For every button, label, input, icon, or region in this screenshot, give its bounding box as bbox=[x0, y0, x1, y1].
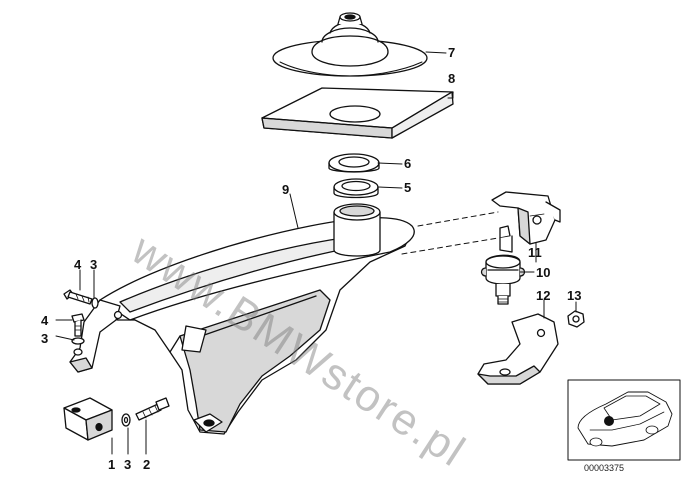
bolt-bottom-part bbox=[135, 397, 170, 421]
callout-3-lower: 3 bbox=[41, 331, 49, 346]
callout-8: 8 bbox=[448, 71, 456, 86]
bolt-upper-part bbox=[63, 289, 93, 305]
callout-9: 9 bbox=[282, 182, 290, 197]
callout-4-lower: 4 bbox=[41, 313, 49, 328]
callout-11: 11 bbox=[528, 245, 542, 260]
callout-2: 2 bbox=[143, 457, 151, 472]
callout-6: 6 bbox=[404, 156, 412, 171]
bearing-ring-part bbox=[333, 178, 379, 199]
rubber-boot-part bbox=[272, 12, 428, 77]
retaining-ring-part bbox=[328, 153, 380, 173]
hex-nut-part bbox=[567, 310, 585, 328]
callout-4-upper: 4 bbox=[74, 257, 82, 272]
callout-3-bottom: 3 bbox=[124, 457, 132, 472]
callout-5: 5 bbox=[404, 180, 412, 195]
lower-bracket-part bbox=[477, 313, 559, 385]
leader-lines bbox=[55, 51, 577, 455]
callout-10: 10 bbox=[536, 265, 551, 280]
washer-lower-part bbox=[71, 337, 85, 345]
upper-bracket-part bbox=[491, 191, 561, 245]
washer-upper-part bbox=[91, 297, 99, 309]
rubber-mount-part bbox=[480, 225, 526, 305]
washer-bottom-part bbox=[121, 413, 131, 427]
callout-13: 13 bbox=[567, 288, 582, 303]
callout-1: 1 bbox=[108, 457, 116, 472]
bolt-lower-part bbox=[71, 313, 85, 337]
gearshift-housing-part bbox=[99, 203, 415, 435]
left-bracket-part bbox=[69, 299, 123, 373]
cover-plate-part bbox=[261, 87, 454, 139]
callout-7: 7 bbox=[448, 45, 456, 60]
reference-number: 00003375 bbox=[584, 463, 625, 473]
callout-3-upper: 3 bbox=[90, 257, 98, 272]
callout-12: 12 bbox=[536, 288, 551, 303]
mounting-block-part bbox=[63, 397, 113, 441]
vehicle-location-inset bbox=[567, 379, 681, 461]
